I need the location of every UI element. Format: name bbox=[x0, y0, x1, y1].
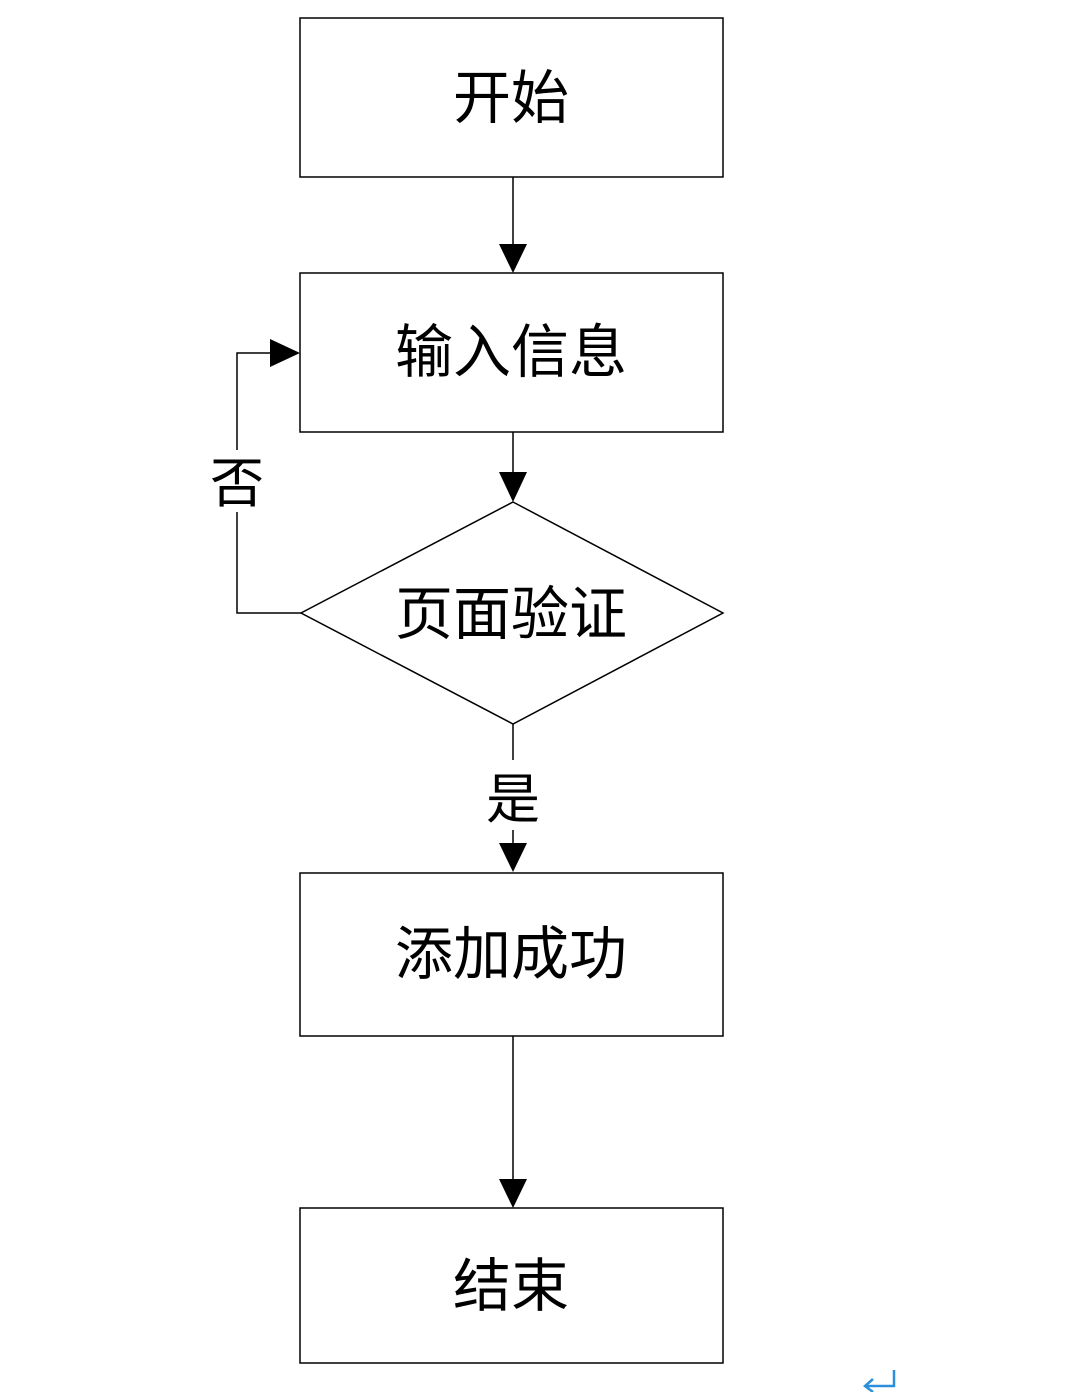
input-box bbox=[299, 272, 724, 433]
edge-yes-label: 是 bbox=[486, 768, 540, 831]
success-label: 添加成功 bbox=[395, 920, 627, 988]
success-box bbox=[299, 872, 724, 1037]
edge-success-end-arrowhead bbox=[499, 1179, 527, 1208]
edge-no-label: 否 bbox=[210, 452, 264, 515]
input-label: 输入信息 bbox=[395, 318, 627, 386]
return-arrow-icon bbox=[863, 1370, 896, 1392]
validate-label: 页面验证 bbox=[395, 580, 627, 648]
end-label: 结束 bbox=[453, 1252, 569, 1320]
edge-input-validate-arrowhead bbox=[499, 472, 527, 502]
edge-start-input-arrowhead bbox=[499, 244, 527, 273]
start-label: 开始 bbox=[453, 64, 569, 132]
end-box bbox=[299, 1207, 724, 1364]
edge-no-label-bg bbox=[205, 450, 269, 512]
start-box bbox=[299, 17, 724, 178]
edge-yes-arrowhead bbox=[499, 843, 527, 872]
edge-no-loop-arrowhead bbox=[270, 339, 300, 367]
edge-yes-label-bg bbox=[478, 760, 548, 830]
